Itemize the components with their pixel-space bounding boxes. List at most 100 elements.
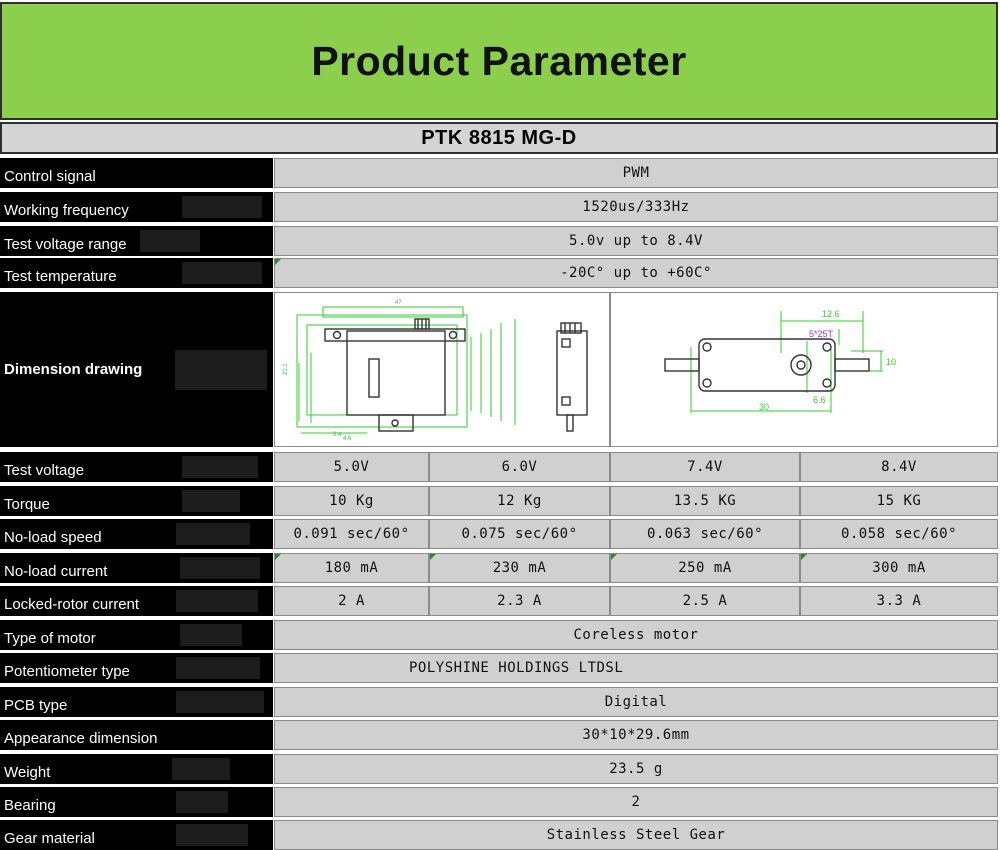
value-cell: 2.3 A bbox=[429, 586, 610, 616]
row-label: Weight bbox=[0, 754, 273, 784]
label-text: Appearance dimension bbox=[4, 730, 158, 747]
value-text: 12 Kg bbox=[497, 493, 542, 509]
row-label: Torque bbox=[0, 486, 273, 516]
label-text: Weight bbox=[4, 764, 51, 781]
row-bearing: Bearing 2 bbox=[0, 787, 1000, 817]
label-text: Test voltage range bbox=[4, 236, 127, 253]
label-text: Type of motor bbox=[4, 630, 96, 647]
value-text: 7.4V bbox=[687, 459, 723, 475]
row-value: -20C° up to +60C° bbox=[274, 258, 998, 288]
value-cell: 15 KG bbox=[800, 486, 998, 516]
row-weight: Weight 23.5 g bbox=[0, 754, 1000, 784]
row-gear-material: Gear material Stainless Steel Gear bbox=[0, 820, 1000, 850]
row-label: Control signal bbox=[0, 158, 273, 188]
title-banner: Product Parameter bbox=[0, 2, 998, 120]
row-label: Working frequency bbox=[0, 192, 273, 222]
value-text: 2 bbox=[631, 794, 641, 810]
cell-corner-marker bbox=[275, 259, 281, 265]
row-no-load-current: No-load current 180 mA 230 mA 250 mA 300… bbox=[0, 553, 1000, 583]
value-cell: 5.0V bbox=[274, 452, 429, 482]
value-text: 6.0V bbox=[501, 459, 538, 475]
value-text: PWM bbox=[622, 165, 650, 181]
row-value: POLYSHINE HOLDINGS LTDSL bbox=[274, 653, 998, 683]
value-text: Coreless motor bbox=[573, 627, 699, 643]
value-text: Digital bbox=[604, 694, 668, 710]
value-cell: 3.3 A bbox=[800, 586, 998, 616]
value-text: 5.0v up to 8.4V bbox=[569, 233, 703, 249]
row-value: 23.5 g bbox=[274, 754, 998, 784]
value-cell: 6.0V bbox=[429, 452, 610, 482]
row-test-temperature: Test temperature -20C° up to +60C° bbox=[0, 258, 1000, 288]
value-text: 8.4V bbox=[881, 459, 917, 475]
value-text: 2 A bbox=[338, 593, 365, 609]
value-text: 0.075 sec/60° bbox=[461, 526, 578, 542]
row-control-signal: Control signal PWM bbox=[0, 158, 1000, 188]
row-label: Test voltage bbox=[0, 452, 273, 482]
dim-label: 6.6 bbox=[813, 395, 826, 405]
value-cell: 13.5 KG bbox=[610, 486, 800, 516]
svg-text:21.1: 21.1 bbox=[283, 363, 289, 375]
row-value: PWM bbox=[274, 158, 998, 188]
row-label: Potentiometer type bbox=[0, 653, 273, 683]
value-text: 230 mA bbox=[492, 560, 547, 576]
row-pcb-type: PCB type Digital bbox=[0, 687, 1000, 717]
row-torque: Torque 10 Kg 12 Kg 13.5 KG 15 KG bbox=[0, 486, 1000, 516]
value-cell: 0.063 sec/60° bbox=[610, 519, 800, 549]
row-appearance-dimension: Appearance dimension 30*10*29.6mm bbox=[0, 720, 1000, 750]
row-working-frequency: Working frequency 1520us/333Hz bbox=[0, 192, 1000, 222]
model-header: PTK 8815 MG-D bbox=[0, 122, 998, 154]
row-test-voltage-range: Test voltage range 5.0v up to 8.4V bbox=[0, 226, 1000, 256]
label-text: Dimension drawing bbox=[4, 361, 143, 378]
value-cell: 300 mA bbox=[800, 553, 998, 583]
value-text: 13.5 KG bbox=[673, 493, 737, 509]
row-label: PCB type bbox=[0, 687, 273, 717]
value-cell: 0.075 sec/60° bbox=[429, 519, 610, 549]
row-label-dimension-drawing: Dimension drawing bbox=[0, 292, 273, 447]
value-text: 1520us/333Hz bbox=[582, 199, 690, 215]
dim-label: 12.6 bbox=[822, 309, 840, 319]
value-text: 0.091 sec/60° bbox=[293, 526, 410, 542]
svg-text:4.6: 4.6 bbox=[343, 436, 352, 442]
value-text: -20C° up to +60C° bbox=[560, 265, 712, 281]
label-text: Working frequency bbox=[4, 202, 129, 219]
dimension-drawing-side: 47 21.1 3.4 4.6 bbox=[274, 292, 610, 447]
svg-text:47: 47 bbox=[395, 300, 402, 306]
row-locked-rotor-current: Locked-rotor current 2 A 2.3 A 2.5 A 3.3… bbox=[0, 586, 1000, 616]
value-cell: 0.058 sec/60° bbox=[800, 519, 998, 549]
value-text: Stainless Steel Gear bbox=[546, 827, 726, 843]
dim-label: 5*25T bbox=[809, 329, 834, 339]
value-cell: 2.5 A bbox=[610, 586, 800, 616]
value-text: 300 mA bbox=[872, 560, 926, 576]
row-label: Bearing bbox=[0, 787, 273, 817]
value-text: 2.3 A bbox=[497, 593, 542, 609]
svg-text:3.4: 3.4 bbox=[333, 432, 342, 438]
value-text: 10 Kg bbox=[329, 493, 374, 509]
row-no-load-speed: No-load speed 0.091 sec/60° 0.075 sec/60… bbox=[0, 519, 1000, 549]
label-text: Locked-rotor current bbox=[4, 596, 140, 613]
row-label: Type of motor bbox=[0, 620, 273, 650]
label-text: PCB type bbox=[4, 697, 68, 714]
servo-top-drawing: 12.6 5*25T 10 6.6 30 bbox=[664, 309, 896, 413]
row-type-of-motor: Type of motor Coreless motor bbox=[0, 620, 1000, 650]
value-cell: 10 Kg bbox=[274, 486, 429, 516]
page-title: Product Parameter bbox=[311, 37, 687, 84]
label-text: No-load current bbox=[4, 563, 108, 580]
value-text: 3.3 A bbox=[876, 593, 922, 609]
label-text: Control signal bbox=[4, 168, 96, 185]
row-label: No-load current bbox=[0, 553, 273, 583]
row-value: 5.0v up to 8.4V bbox=[274, 226, 998, 256]
label-text: Test temperature bbox=[4, 268, 117, 285]
value-cell: 12 Kg bbox=[429, 486, 610, 516]
value-cell: 7.4V bbox=[610, 452, 800, 482]
dim-label: 10 bbox=[886, 357, 896, 367]
row-label: No-load speed bbox=[0, 519, 273, 549]
row-value: 2 bbox=[274, 787, 998, 817]
label-text: Test voltage bbox=[4, 462, 85, 479]
row-label: Test temperature bbox=[0, 258, 273, 288]
row-test-voltage: Test voltage 5.0V 6.0V 7.4V 8.4V bbox=[0, 452, 1000, 482]
value-text: 5.0V bbox=[333, 459, 370, 475]
dimension-drawing-top: 12.6 5*25T 10 6.6 30 bbox=[610, 292, 998, 447]
value-text: 2.5 A bbox=[682, 593, 728, 609]
value-text: 0.063 sec/60° bbox=[646, 526, 764, 542]
